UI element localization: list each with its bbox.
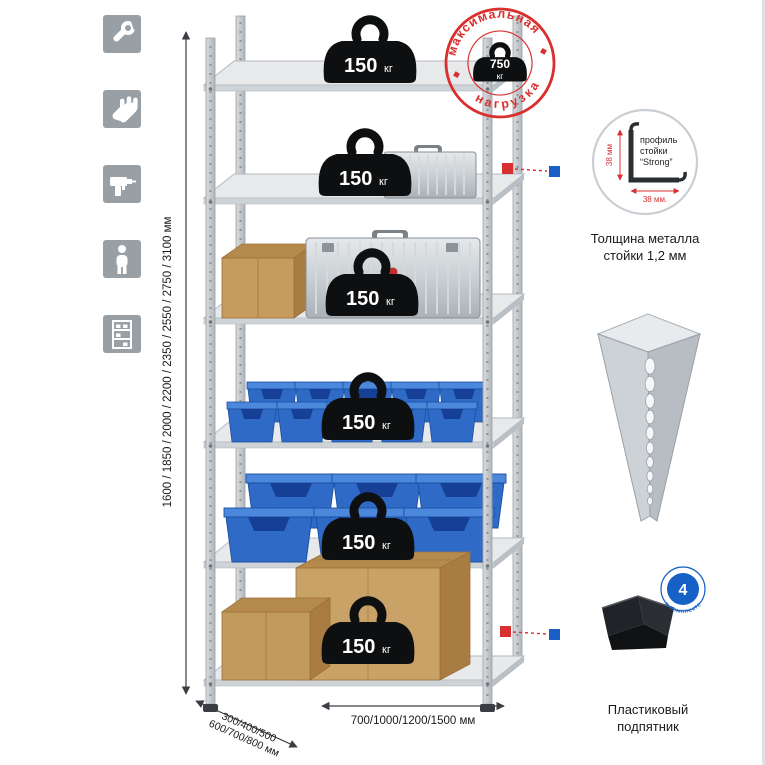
perforated-post-detail	[596, 313, 702, 522]
wrench-icon	[103, 15, 141, 53]
width-dimension: 700/1000/1200/1500 мм	[321, 701, 505, 727]
load-unit: кг	[382, 540, 391, 552]
gloves-icon	[103, 90, 141, 128]
load-value: 150	[342, 636, 375, 658]
load-badge: 150 кг	[326, 253, 419, 316]
person-icon	[103, 240, 141, 278]
drill-icon	[103, 165, 141, 203]
foot-count-badge: 4 в комплекте	[660, 566, 706, 615]
post-holes	[644, 357, 656, 506]
stamp-value: 750	[490, 57, 510, 71]
profile-label-2: стойки	[640, 146, 668, 156]
load-unit: кг	[382, 644, 391, 656]
load-unit: кг	[382, 420, 391, 432]
shelf-bolts	[208, 87, 490, 686]
stamp-unit: кг	[497, 71, 504, 81]
sidebar-icons	[103, 15, 141, 353]
load-badge: 150 кг	[324, 20, 417, 83]
detail-markers	[500, 163, 560, 640]
load-badge: 150 кг	[322, 601, 415, 664]
load-value: 150	[346, 288, 379, 310]
cardboard-box-front	[220, 597, 332, 681]
profile-dim-horizontal: 38 мм.	[643, 195, 667, 204]
foot-caption-2: подпятник	[617, 719, 679, 734]
marker-red	[500, 626, 511, 637]
cardboard-box	[220, 243, 316, 319]
profile-label-3: “Strong”	[640, 157, 673, 167]
profile-detail: 38 мм 38 мм. профиль стойки “Strong” Тол…	[591, 108, 700, 263]
load-badge: 150 кг	[319, 133, 412, 196]
foot-badge-value: 4	[679, 582, 688, 599]
profile-caption-2: стойки 1,2 мм	[604, 248, 687, 263]
load-unit: кг	[386, 296, 395, 308]
shelving-rack	[202, 15, 526, 712]
load-badge: 150 кг	[322, 377, 415, 440]
foot-caption-1: Пластиковый	[608, 702, 688, 717]
rack-icon	[103, 315, 141, 353]
rack-foot	[480, 704, 495, 712]
marker-blue	[549, 629, 560, 640]
load-value: 150	[344, 55, 377, 77]
profile-caption-1: Толщина металла	[591, 231, 700, 246]
load-unit: кг	[384, 63, 393, 75]
profile-dim-vertical: 38 мм	[605, 144, 614, 166]
load-unit: кг	[379, 176, 388, 188]
marker-red	[502, 163, 513, 174]
marker-blue	[549, 166, 560, 177]
height-dimension-label: 1600 / 1850 / 2000 / 2200 / 2350 / 2550 …	[162, 217, 174, 508]
width-label: 700/1000/1200/1500 мм	[351, 715, 476, 727]
plastic-foot-detail: 4 в комплекте Пластиковый подпятник	[601, 566, 706, 734]
shelf-load-badges: 150 кг 150 кг 150 кг 150 кг 150 кг 150 к…	[319, 20, 419, 664]
load-value: 150	[339, 168, 372, 190]
load-badge: 150 кг	[322, 497, 415, 560]
height-dimension: 1600 / 1850 / 2000 / 2200 / 2350 / 2550 …	[162, 31, 191, 695]
load-value: 150	[342, 412, 375, 434]
load-value: 150	[342, 532, 375, 554]
profile-label-1: профиль	[640, 135, 678, 145]
